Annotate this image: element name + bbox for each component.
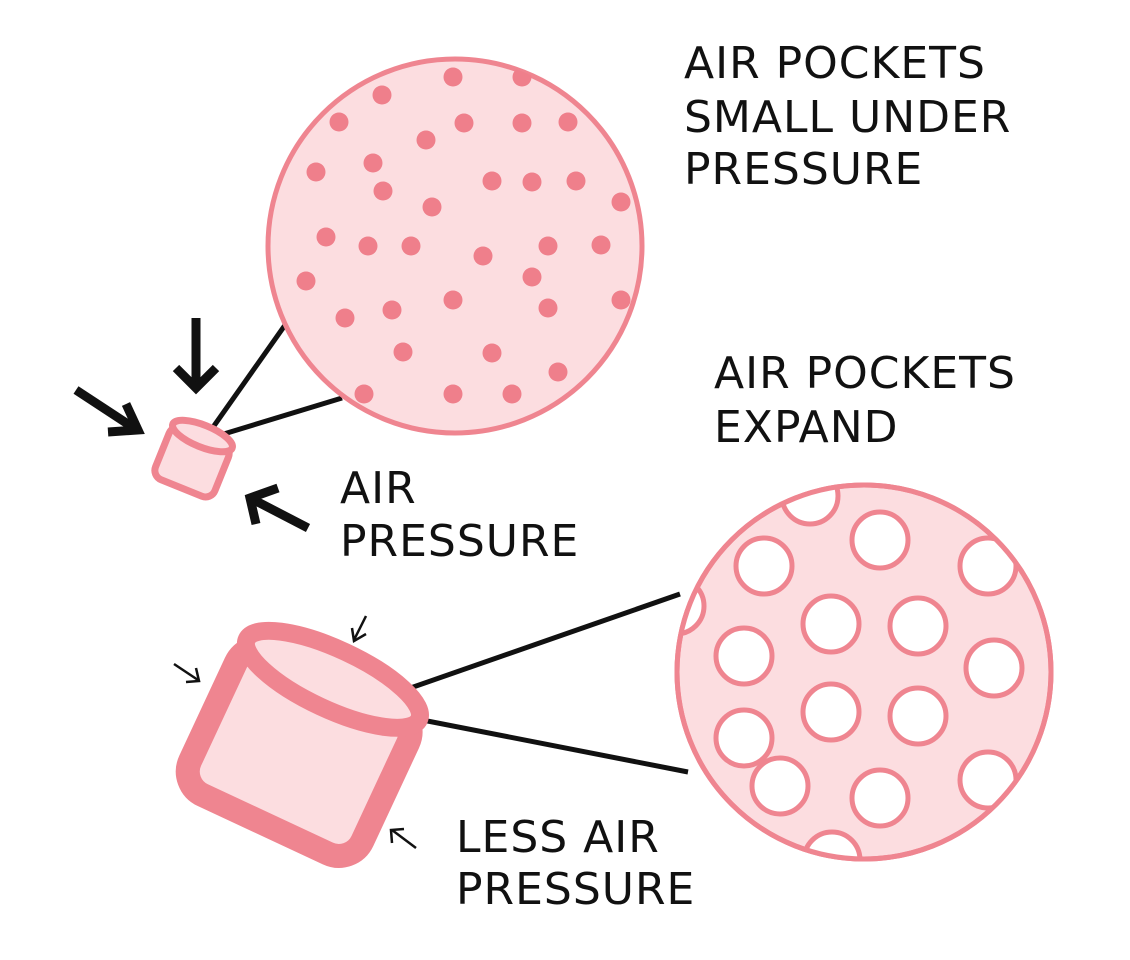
air-pocket-bubble [713,625,775,687]
label-air-pockets-small: AIR POCKETS SMALL UNDER PRESSURE [684,38,1026,195]
air-pocket-dot [473,246,493,266]
air-pocket-dot [382,300,402,320]
air-pocket-bubble [957,749,1019,811]
air-pocket-dot [393,342,413,362]
air-pocket-bubble [963,637,1025,699]
magnified-circle-small-pockets [265,56,645,436]
air-pocket-dot [443,290,463,310]
label-less-air-pressure: LESS AIR PRESSURE [456,812,695,915]
air-pocket-bubble [887,595,949,657]
air-pocket-dot [306,162,326,182]
air-pocket-dot [522,172,542,192]
air-pocket-dot [454,113,474,133]
air-pocket-bubble [887,685,949,747]
air-pocket-dot [358,236,378,256]
air-pocket-dot [335,308,355,328]
air-pocket-dot [512,113,532,133]
air-pocket-bubble [957,535,1019,597]
air-pocket-bubble [713,707,775,769]
air-pocket-dot [363,153,383,173]
air-pocket-dot [502,384,522,404]
air-pocket-dot [558,112,578,132]
air-pocket-dot [482,343,502,363]
air-pocket-dot [416,130,436,150]
air-pocket-bubble [800,681,862,743]
arrow-diagonal-icon [73,386,145,437]
air-pocket-dot [372,85,392,105]
air-pocket-dot [538,236,558,256]
air-pocket-dot [443,384,463,404]
arrow-left-up-icon [244,483,311,532]
air-pocket-bubble [849,767,911,829]
small-air-pockets [296,67,631,404]
small-arrow-icon [173,662,201,684]
air-pocket-dot [482,171,502,191]
air-pocket-dot [296,271,316,291]
air-pocket-bubble [749,755,811,817]
air-pocket-bubble [779,485,841,527]
air-pocket-dot [401,236,421,256]
arrow-down-icon [172,318,220,395]
air-pocket-dot [354,384,374,404]
air-pocket-dot [611,290,631,310]
small-pressure-arrows [173,615,417,849]
air-pocket-dot [373,181,393,201]
air-pocket-dot [611,192,631,212]
small-arrow-icon [389,827,417,849]
air-pocket-dot [329,112,349,132]
air-pocket-dot [316,227,336,247]
expanded-air-pockets [677,485,1025,859]
air-pocket-dot [548,362,568,382]
compressed-section [73,56,645,532]
zoom-line-top-lower [203,395,343,443]
pressure-arrows [73,318,311,532]
large-marshmallow [175,621,429,868]
air-pocket-bubble [849,509,911,571]
air-pocket-bubble [733,535,795,597]
air-pocket-dot [538,298,558,318]
air-pocket-dot [422,197,442,217]
air-pocket-bubble [801,829,863,859]
small-arrow-icon [350,615,368,644]
expanded-section [173,482,1054,868]
air-pocket-dot [591,235,611,255]
air-pocket-bubble [800,593,862,655]
small-marshmallow [151,416,236,501]
zoom-line-top-upper [201,316,293,442]
air-pocket-dot [566,171,586,191]
air-pocket-dot [443,67,463,87]
air-pocket-dot [522,267,542,287]
label-air-pressure: AIR PRESSURE [340,463,579,567]
label-air-pockets-expand: AIR POCKETS EXPAND [714,348,1031,453]
